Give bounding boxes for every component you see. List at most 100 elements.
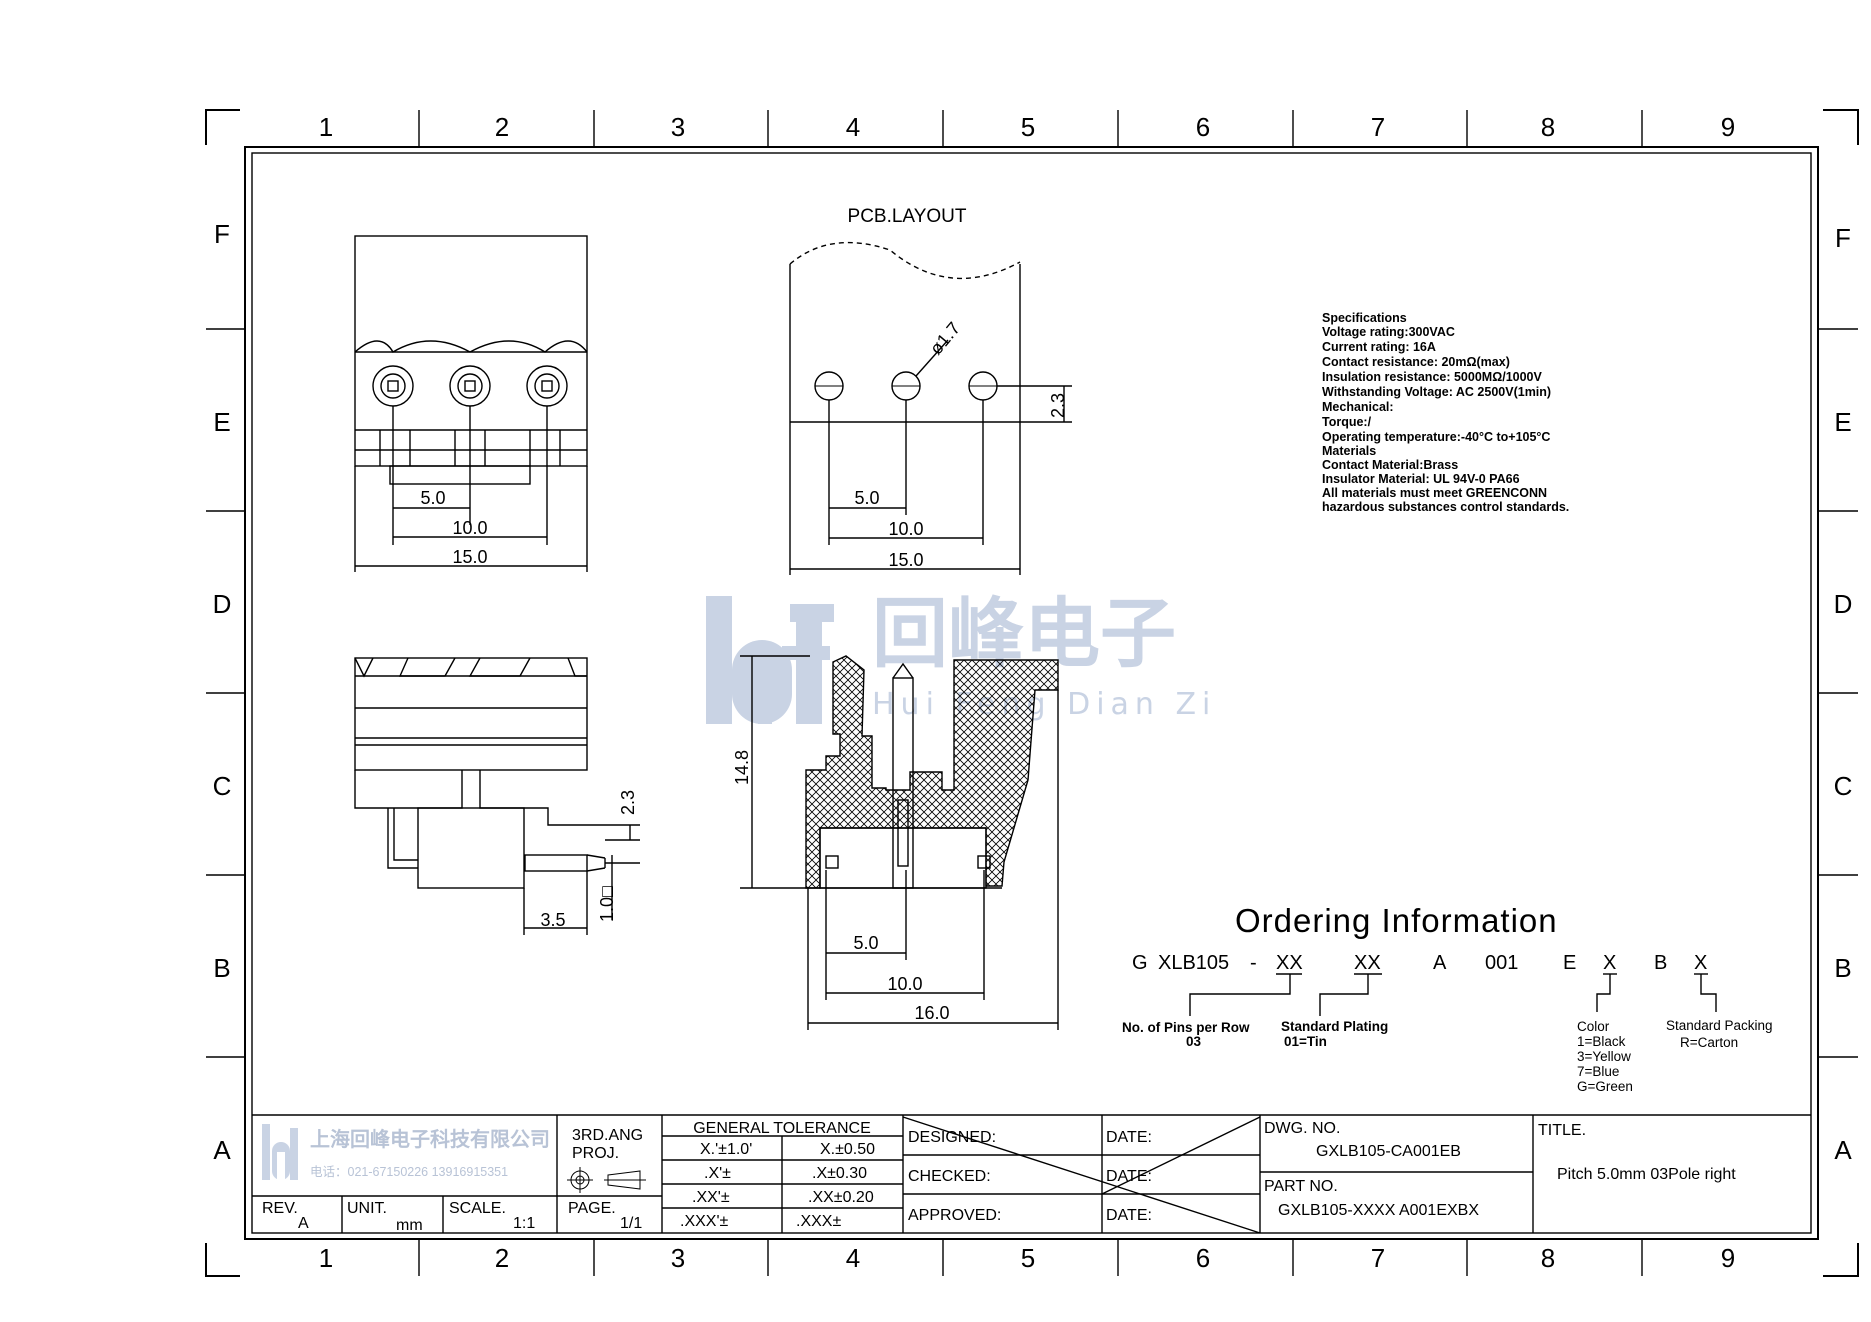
inner-frame: [251, 152, 1812, 1234]
designed-label: DESIGNED:: [908, 1129, 996, 1146]
pcb-layout-title: PCB.LAYOUT: [848, 206, 967, 227]
tolerance-r3-c2: .XX±0.20: [808, 1189, 874, 1206]
ordering-code-e: E: [1563, 952, 1576, 974]
ordering-packing-label: Standard Packing: [1666, 1018, 1773, 1033]
ordering-information: Ordering Information G XLB105 - XX XX A …: [1122, 902, 1773, 1094]
checked-label: CHECKED:: [908, 1168, 991, 1185]
tolerance-r4-c2: .XXX±: [796, 1213, 841, 1230]
tolerance-r1-c1: X.'±1.0': [700, 1141, 752, 1158]
col-label-top-9: 9: [1721, 112, 1735, 142]
tolerance-r2-c2: .X±0.30: [812, 1165, 867, 1182]
row-label-left-D: D: [213, 589, 232, 619]
row-label-right-C: C: [1834, 771, 1853, 801]
col-label-top-8: 8: [1541, 112, 1555, 142]
dwg-no-label: DWG. NO.: [1264, 1120, 1340, 1137]
grid-ticks: [206, 110, 1858, 1276]
ordering-color-line-2: 1=Black: [1577, 1034, 1626, 1049]
col-label-bottom-6: 6: [1196, 1243, 1210, 1273]
rev-value: A: [298, 1215, 309, 1232]
spec-line-11: Contact Material:Brass: [1322, 458, 1458, 472]
ordering-code-series: XLB105: [1158, 952, 1229, 974]
col-label-bottom-2: 2: [495, 1243, 509, 1273]
watermark-pinyin: Hui Feng Dian Zi: [872, 687, 1216, 722]
spec-line-4: Contact resistance: 20mΩ(max): [1322, 355, 1510, 369]
spec-line-7: Mechanical:: [1322, 400, 1394, 414]
section-height-dim: 14.8: [732, 750, 752, 785]
row-label-right-E: E: [1834, 407, 1851, 437]
ordering-title: Ordering Information: [1235, 902, 1558, 939]
ordering-code-plating: XX: [1354, 952, 1381, 974]
approved-label: APPROVED:: [908, 1207, 1001, 1224]
proj-line-1: 3RD.ANG: [572, 1127, 643, 1144]
front-dim-pitch: 5.0: [420, 488, 445, 508]
unit-label: UNIT.: [347, 1200, 387, 1217]
proj-line-2: PROJ.: [572, 1145, 619, 1162]
corner-marks: [205, 109, 1859, 1277]
specifications-block: Specifications Voltage rating:300VAC Cur…: [1322, 311, 1569, 514]
row-label-left-F: F: [214, 219, 230, 249]
pcb-dim-two: 10.0: [888, 519, 923, 539]
ordering-pins-value: 03: [1186, 1034, 1202, 1049]
tolerance-r3-c1: .XX'±: [692, 1189, 730, 1206]
front-dim-total: 15.0: [452, 547, 487, 567]
ordering-code-dash: -: [1250, 952, 1257, 974]
col-label-bottom-7: 7: [1371, 1243, 1385, 1273]
title-value: Pitch 5.0mm 03Pole right: [1557, 1166, 1736, 1183]
company-name: 上海回峰电子科技有限公司: [310, 1127, 550, 1151]
ordering-color-line-4: 7=Blue: [1577, 1064, 1619, 1079]
ordering-color-line-5: G=Green: [1577, 1079, 1633, 1094]
col-label-top-2: 2: [495, 112, 509, 142]
col-label-top-7: 7: [1371, 112, 1385, 142]
col-label-bottom-4: 4: [846, 1243, 860, 1273]
spec-line-3: Current rating: 16A: [1322, 340, 1436, 354]
pcb-hole-dim: ø1.7: [926, 318, 964, 358]
section-dim-two: 10.0: [887, 974, 922, 994]
spec-line-8: Torque:/: [1322, 415, 1372, 429]
watermark-logo: [706, 596, 834, 724]
tolerance-r2-c1: .X'±: [704, 1165, 731, 1182]
side-dim-offset: 2.3: [618, 790, 638, 815]
col-label-bottom-9: 9: [1721, 1243, 1735, 1273]
unit-value: mm: [396, 1217, 423, 1234]
side-view: [354, 657, 640, 935]
spec-line-1: Specifications: [1322, 311, 1407, 325]
scale-value: 1:1: [513, 1215, 535, 1232]
ordering-plating-value: 01=Tin: [1284, 1034, 1327, 1049]
tolerance-r1-c2: X.±0.50: [820, 1141, 875, 1158]
ordering-color-line-3: 3=Yellow: [1577, 1049, 1631, 1064]
spec-line-9: Operating temperature:-40°C to+105°C: [1322, 430, 1550, 444]
scale-label: SCALE.: [449, 1200, 506, 1217]
row-label-right-D: D: [1834, 589, 1853, 619]
ordering-code-001: 001: [1485, 952, 1518, 974]
col-label-top-4: 4: [846, 112, 860, 142]
front-dim-two: 10.0: [452, 518, 487, 538]
ordering-code-b: B: [1654, 952, 1667, 974]
col-label-top-3: 3: [671, 112, 685, 142]
row-label-left-C: C: [213, 771, 232, 801]
ordering-code-a: A: [1433, 952, 1447, 974]
col-label-bottom-3: 3: [671, 1243, 685, 1273]
dwg-no-value: GXLB105-CA001EB: [1316, 1143, 1461, 1160]
ordering-code-color: X: [1603, 952, 1616, 974]
section-dim-total: 16.0: [914, 1003, 949, 1023]
spec-line-2: Voltage rating:300VAC: [1322, 325, 1455, 339]
col-label-bottom-8: 8: [1541, 1243, 1555, 1273]
col-label-bottom-5: 5: [1021, 1243, 1035, 1273]
row-label-right-B: B: [1834, 953, 1851, 983]
row-label-left-A: A: [213, 1135, 231, 1165]
date-label-approved: DATE:: [1106, 1207, 1152, 1224]
row-label-right-A: A: [1834, 1135, 1852, 1165]
spec-line-13: All materials must meet GREENCONN: [1322, 486, 1547, 500]
section-dim-pitch: 5.0: [853, 933, 878, 953]
spec-line-14: hazardous substances control standards.: [1322, 500, 1569, 514]
row-label-right-F: F: [1835, 223, 1851, 253]
side-dim-x: 3.5: [540, 910, 565, 930]
spec-line-12: Insulator Material: UL 94V-0 PA66: [1322, 472, 1520, 486]
ordering-code-packing: X: [1694, 952, 1707, 974]
rev-label: REV.: [262, 1200, 298, 1217]
company-logo: [262, 1124, 298, 1180]
part-no-value: GXLB105-XXXX A001EXBX: [1278, 1202, 1479, 1219]
front-view: [354, 235, 588, 572]
title-block: 上海回峰电子科技有限公司 电话：021-67150226 13916915351…: [252, 1114, 1811, 1234]
